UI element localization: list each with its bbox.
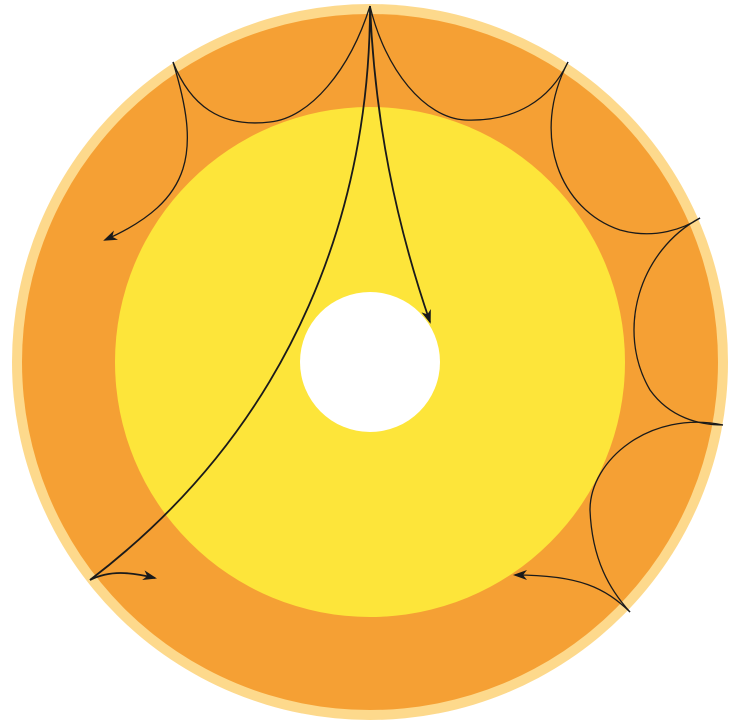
inner-core-layer	[300, 292, 440, 432]
